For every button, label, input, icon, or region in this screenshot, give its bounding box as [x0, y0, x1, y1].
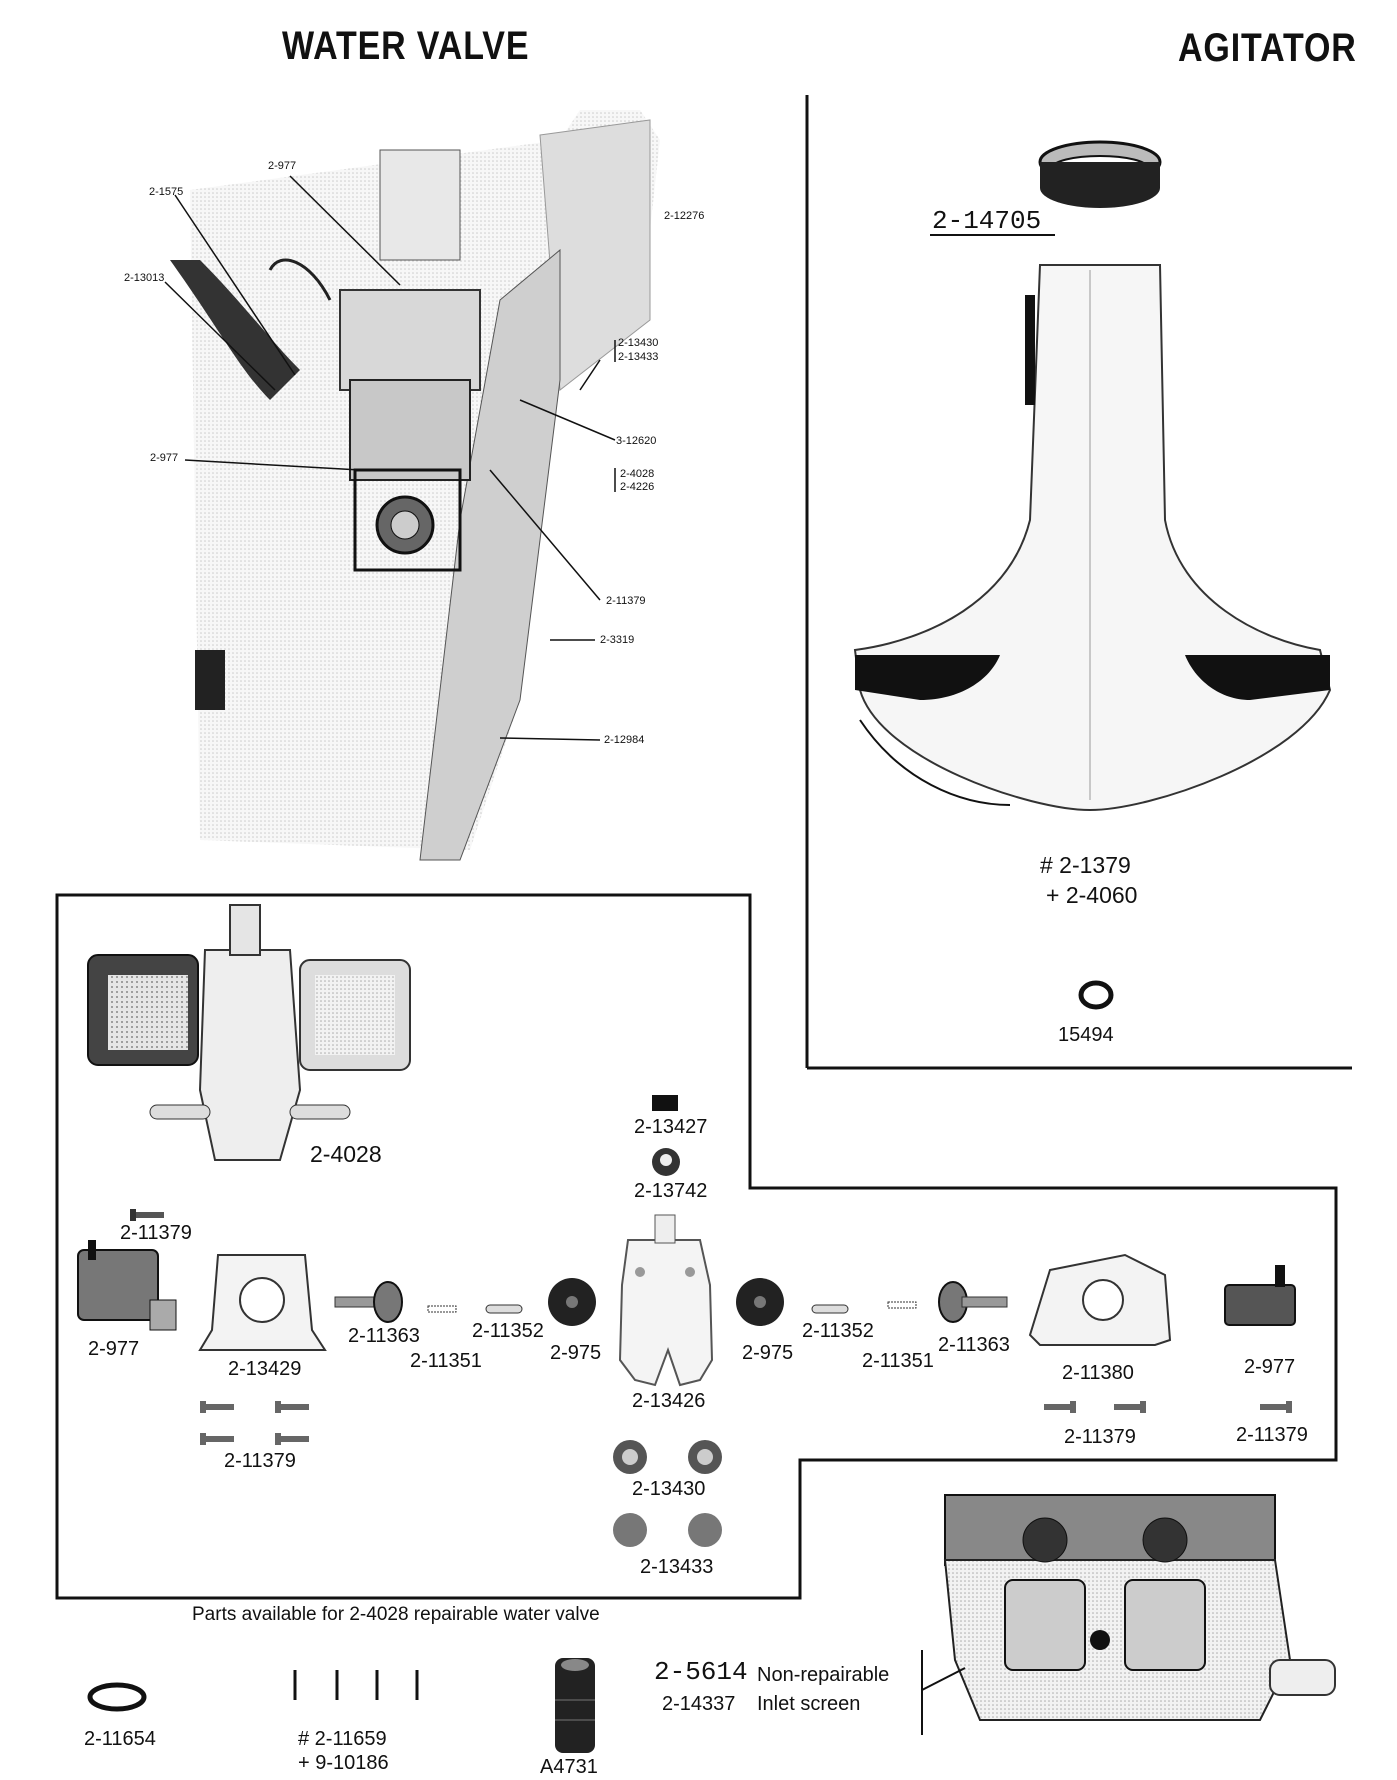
- screw-top-label: 2-11379: [120, 1222, 192, 1244]
- pin-left-label: 2-11352: [472, 1320, 544, 1342]
- label-212984: 2-12984: [604, 734, 645, 746]
- inlet-screen-part-label: 2-14337: [662, 1693, 736, 1715]
- flow-washer-label: 2-13430: [632, 1478, 706, 1500]
- diaphragm-right-label: 2-975: [742, 1342, 794, 1364]
- screw-top-illustration: [130, 1209, 164, 1221]
- valve-assembly-illustration: [87, 904, 411, 1161]
- diaphragm-left-illustration: [548, 1278, 596, 1326]
- valve-assembly-label: 2-4028: [310, 1141, 382, 1167]
- oring-illustration: [1078, 980, 1114, 1010]
- parts-frame: [55, 893, 1338, 1600]
- label-2977-mid: 2-977: [150, 452, 179, 464]
- bottom-hose-label: A4731: [540, 1756, 598, 1778]
- pin-right-illustration: [811, 1304, 849, 1314]
- pin-right-label: 2-11352: [802, 1320, 874, 1342]
- bottom-screws-illustration: [293, 1670, 419, 1700]
- plunger-left-illustration: [334, 1281, 403, 1323]
- bottom-oring-illustration: [87, 1682, 147, 1712]
- part-213742-illustration: [652, 1148, 680, 1176]
- flow-washer-b-illustration: [613, 1513, 722, 1547]
- bottom-screws-label-2: + 9-10186: [298, 1752, 389, 1774]
- plunger-left-label: 2-11363: [348, 1325, 420, 1347]
- bracket-left-illustration: [198, 1254, 327, 1351]
- body-illustration: [618, 1214, 714, 1387]
- part-213742-label: 2-13742: [634, 1180, 708, 1202]
- pin-left-illustration: [485, 1304, 523, 1314]
- bracket-right-illustration: [1028, 1253, 1172, 1346]
- label-2977-top: 2-977: [268, 160, 297, 172]
- water-valve-photo: [164, 110, 660, 861]
- screws-right-label-b: 2-11379: [1236, 1424, 1308, 1446]
- label-211379: 2-11379: [606, 595, 646, 607]
- spring-right-illustration: [887, 1301, 917, 1309]
- diaphragm-right-illustration: [736, 1278, 784, 1326]
- spring-left-illustration: [427, 1305, 457, 1313]
- part-213427-label: 2-13427: [634, 1116, 708, 1138]
- screws-left-label: 2-11379: [224, 1450, 296, 1472]
- label-21575: 2-1575: [149, 186, 184, 198]
- flow-washer-illustration: [613, 1440, 722, 1474]
- part-213427-illustration: [652, 1095, 678, 1111]
- screws-right-illustration: [1044, 1401, 1292, 1413]
- spring-right-label: 2-11351: [862, 1350, 934, 1372]
- label-213013: 2-13013: [124, 272, 165, 284]
- inlet-screen-text: Inlet screen: [757, 1693, 861, 1715]
- plunger-right-illustration: [938, 1281, 1008, 1323]
- coil-right-label: 2-977: [1244, 1356, 1296, 1378]
- nonrepairable-part-label: 2-5614: [654, 1657, 748, 1687]
- bottom-oring-label: 2-11654: [84, 1728, 156, 1750]
- label-212276: 2-12276: [664, 210, 705, 222]
- screws-left-illustration: [200, 1401, 309, 1445]
- label-24226: 2-4226: [620, 481, 655, 493]
- bottom-screws-label-1: # 2-11659: [298, 1728, 387, 1750]
- water-valve-title: WATER VALVE: [282, 24, 530, 68]
- plunger-right-label: 2-11363: [938, 1334, 1010, 1356]
- bottom-hose-illustration: [555, 1658, 595, 1753]
- coil-right-illustration: [1224, 1265, 1296, 1326]
- body-label: 2-13426: [632, 1390, 706, 1412]
- agitator-title: AGITATOR: [1178, 26, 1357, 70]
- agitator-part-label-1: # 2-1379: [1040, 852, 1131, 878]
- oring-part-label: 15494: [1058, 1024, 1114, 1046]
- agitator-illustration: [853, 140, 1332, 812]
- screws-right-label-a: 2-11379: [1064, 1426, 1136, 1448]
- spring-left-label: 2-11351: [410, 1350, 482, 1372]
- ring-part-label: 2-14705: [932, 206, 1042, 236]
- parts-caption: Parts available for 2-4028 repairable wa…: [192, 1604, 600, 1625]
- label-213430: 2-13430: [618, 337, 659, 349]
- agitator-frame: [805, 95, 1352, 1070]
- label-312620: 3-12620: [616, 435, 657, 447]
- label-213433: 2-13433: [618, 351, 659, 363]
- bracket-left-label: 2-13429: [228, 1358, 302, 1380]
- coil-left-label: 2-977: [88, 1338, 140, 1360]
- flow-washer-b-label: 2-13433: [640, 1556, 714, 1578]
- nonrepairable-text: Non-repairable: [757, 1664, 890, 1686]
- agitator-part-label-2: + 2-4060: [1046, 882, 1138, 908]
- coil-left-illustration: [77, 1240, 177, 1331]
- nonrepairable-valve-illustration: [943, 1494, 1336, 1721]
- label-24028: 2-4028: [620, 468, 655, 480]
- nonrepairable-callout: [921, 1650, 966, 1735]
- diaphragm-left-label: 2-975: [550, 1342, 602, 1364]
- bracket-right-label: 2-11380: [1062, 1362, 1134, 1384]
- label-23319: 2-3319: [600, 634, 635, 646]
